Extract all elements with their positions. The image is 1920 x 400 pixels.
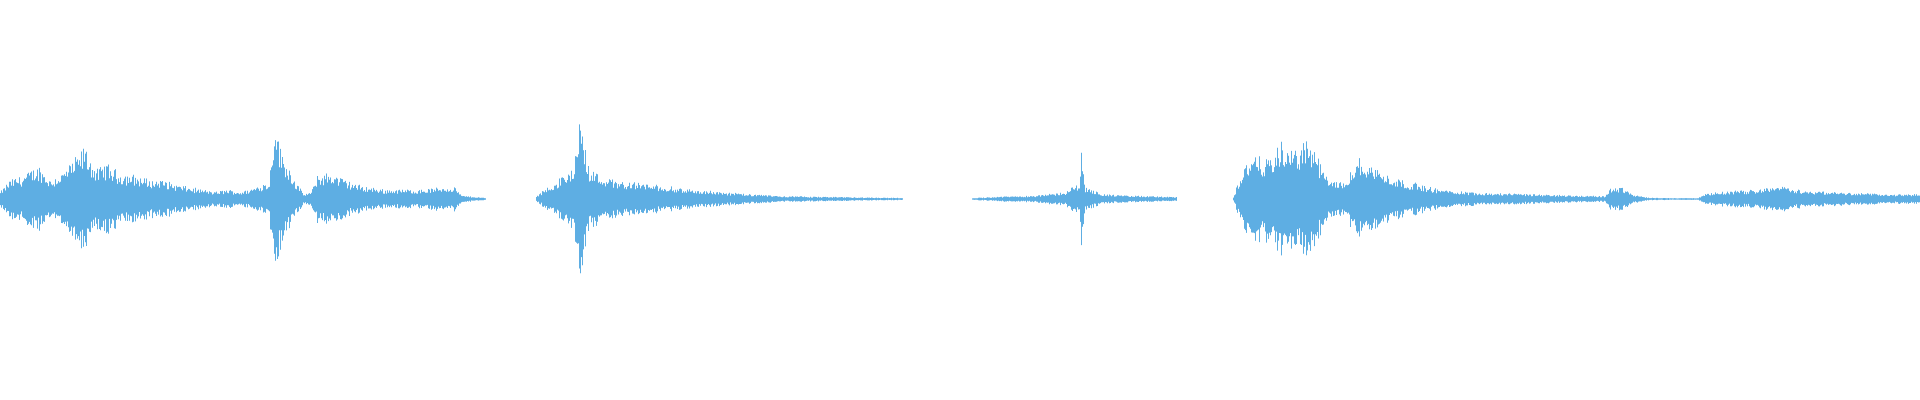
waveform-samples — [0, 124, 1920, 274]
waveform-trace — [0, 124, 1920, 274]
